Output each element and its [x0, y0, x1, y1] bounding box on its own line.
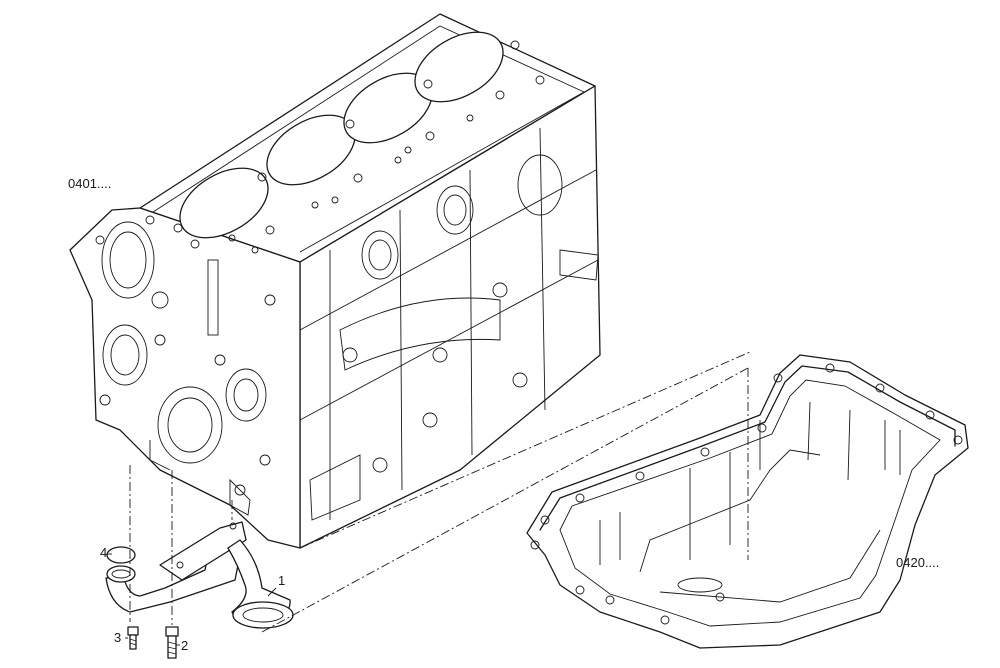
part-number-1: 1 — [278, 573, 286, 588]
o-ring — [106, 546, 136, 564]
engine-block — [69, 13, 601, 549]
leader-1 — [267, 587, 277, 597]
bolt-2 — [165, 626, 179, 659]
bolt-3 — [127, 626, 139, 650]
block-reference-label: 0401.... — [68, 176, 112, 191]
part-number-2: 2 — [181, 638, 189, 653]
assembly-lines — [129, 351, 751, 633]
oil-pan-reference-label: 0420.... — [896, 555, 940, 570]
part-number-3: 3 — [114, 630, 122, 645]
oil-pan — [526, 354, 969, 649]
part-number-4: 4 — [100, 545, 108, 560]
oil-pickup-tube — [105, 521, 294, 629]
